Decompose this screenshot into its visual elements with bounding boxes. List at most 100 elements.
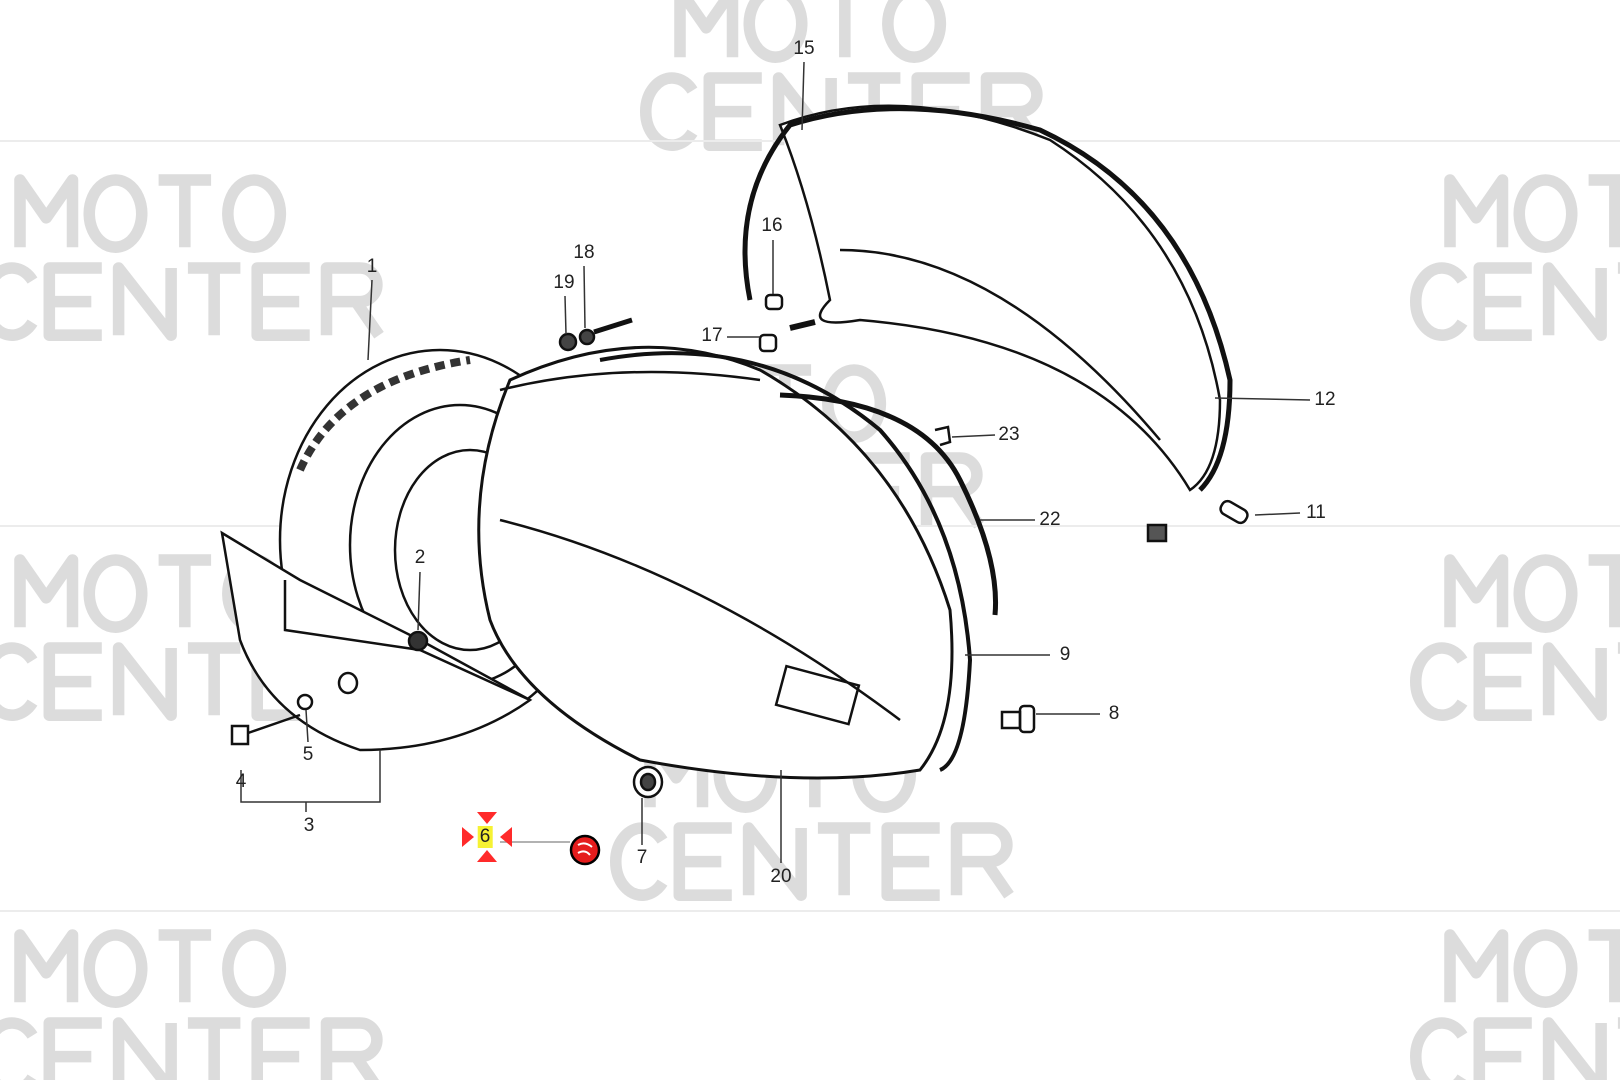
watermark-glyph bbox=[1513, 554, 1578, 633]
watermark-glyph bbox=[674, 0, 739, 58]
watermark-word-1 bbox=[14, 174, 287, 253]
watermark-glyph bbox=[839, 0, 851, 58]
part-label-20[interactable]: 20 bbox=[770, 866, 792, 887]
watermark-word-1 bbox=[1444, 174, 1620, 253]
watermark-glyph bbox=[43, 262, 102, 341]
watermark-glyph bbox=[83, 174, 148, 253]
watermark-glyph bbox=[1588, 554, 1620, 628]
watermark-glyph bbox=[610, 822, 668, 901]
part-label-15[interactable]: 15 bbox=[793, 38, 815, 59]
part-label-4[interactable]: 4 bbox=[235, 771, 247, 792]
part-label-1[interactable]: 1 bbox=[366, 256, 378, 277]
nut-part-2[interactable] bbox=[407, 630, 429, 652]
selection-marker-icon bbox=[462, 812, 512, 862]
bolt-part-4[interactable] bbox=[230, 713, 301, 746]
watermark-glyph bbox=[1473, 262, 1532, 341]
clip-part-23[interactable] bbox=[934, 425, 952, 447]
selected-part-6[interactable] bbox=[569, 834, 601, 866]
watermark-glyph bbox=[703, 72, 762, 151]
watermark-word-2 bbox=[610, 822, 1014, 901]
watermark-glyph bbox=[1444, 174, 1509, 248]
watermark-glyph bbox=[1542, 1017, 1607, 1080]
watermark-glyph bbox=[1473, 1017, 1532, 1080]
part-label-17[interactable]: 17 bbox=[701, 325, 723, 346]
part-label-3[interactable]: 3 bbox=[303, 815, 315, 836]
part-label-8[interactable]: 8 bbox=[1108, 703, 1120, 724]
watermark-word-2 bbox=[0, 1017, 383, 1080]
watermark-glyph bbox=[1410, 262, 1468, 341]
watermark-word-1 bbox=[14, 929, 287, 1008]
watermark-glyph bbox=[158, 174, 212, 248]
part-label-18[interactable]: 18 bbox=[573, 242, 595, 263]
part-label-16[interactable]: 16 bbox=[761, 215, 783, 236]
part-label-6[interactable]: 6 bbox=[477, 826, 493, 848]
watermark-glyph bbox=[158, 554, 212, 628]
watermark-glyph bbox=[251, 1017, 310, 1080]
watermark-glyph bbox=[1513, 929, 1578, 1008]
guard-plate-part-3[interactable] bbox=[220, 530, 533, 752]
watermark-glyph bbox=[1410, 642, 1468, 721]
watermark-glyph bbox=[43, 1017, 102, 1080]
stud-part-11[interactable] bbox=[1218, 499, 1249, 525]
watermark-word-1 bbox=[674, 0, 947, 63]
watermark-band bbox=[0, 910, 1620, 912]
watermark-glyph bbox=[817, 822, 871, 896]
part-label-7[interactable]: 7 bbox=[636, 847, 648, 868]
side-cowl-part-20[interactable] bbox=[477, 345, 954, 780]
plug-part-3[interactable] bbox=[337, 671, 359, 695]
part-label-11[interactable]: 11 bbox=[1306, 502, 1326, 523]
watermark-glyph bbox=[882, 0, 947, 63]
watermark-word-2 bbox=[1410, 1017, 1620, 1080]
watermark-glyph bbox=[0, 642, 38, 721]
cap-part-16[interactable] bbox=[764, 293, 784, 311]
nut-part-19[interactable] bbox=[558, 332, 578, 352]
watermark-glyph bbox=[1473, 642, 1532, 721]
part-label-12[interactable]: 12 bbox=[1314, 389, 1336, 410]
watermark-glyph bbox=[673, 822, 732, 901]
screw-part-8[interactable] bbox=[1000, 704, 1036, 734]
rim-strip-part-15[interactable] bbox=[742, 106, 1233, 492]
strip-part-22[interactable] bbox=[779, 392, 999, 616]
watermark-glyph bbox=[14, 174, 79, 248]
watermark-glyph bbox=[251, 262, 310, 341]
clip-part-11b[interactable] bbox=[1146, 523, 1168, 543]
watermark-glyph bbox=[112, 642, 177, 721]
watermark-glyph bbox=[112, 1017, 177, 1080]
watermark-glyph bbox=[320, 262, 384, 339]
part-label-9[interactable]: 9 bbox=[1059, 644, 1071, 665]
watermark-glyph bbox=[158, 929, 212, 1003]
watermark-glyph bbox=[822, 364, 887, 443]
part-label-23[interactable]: 23 bbox=[998, 424, 1020, 445]
watermark-glyph bbox=[0, 1017, 38, 1080]
watermark-glyph bbox=[1410, 1017, 1468, 1080]
part-label-22[interactable]: 22 bbox=[1039, 509, 1061, 530]
watermark-word-1 bbox=[1444, 554, 1620, 633]
watermark-glyph bbox=[742, 822, 807, 901]
watermark-glyph bbox=[0, 262, 38, 341]
watermark-glyph bbox=[1542, 642, 1607, 721]
watermark-glyph bbox=[14, 929, 79, 1003]
watermark-word-2 bbox=[0, 262, 384, 341]
edge-strip-part-9[interactable] bbox=[599, 351, 973, 772]
part-label-2[interactable]: 2 bbox=[414, 547, 426, 568]
grommet-part-7[interactable] bbox=[632, 765, 664, 799]
watermark-glyph bbox=[881, 822, 940, 901]
watermark-glyph bbox=[187, 642, 241, 716]
screw-part-17[interactable] bbox=[758, 319, 816, 353]
watermark-glyph bbox=[187, 262, 241, 336]
bolt-part-18[interactable] bbox=[578, 317, 633, 346]
washer-part-5[interactable] bbox=[296, 693, 314, 711]
part-label-5[interactable]: 5 bbox=[302, 744, 314, 765]
part-label-19[interactable]: 19 bbox=[553, 272, 575, 293]
watermark-glyph bbox=[640, 72, 698, 151]
watermark-glyph bbox=[1542, 262, 1607, 341]
watermark-glyph bbox=[1588, 929, 1620, 1003]
watermark-glyph bbox=[320, 1017, 383, 1080]
watermark-glyph bbox=[1444, 929, 1509, 1003]
watermark-glyph bbox=[1444, 554, 1509, 628]
watermark-glyph bbox=[14, 554, 79, 628]
watermark-word-2 bbox=[1410, 262, 1620, 341]
watermark-glyph bbox=[187, 1017, 241, 1080]
